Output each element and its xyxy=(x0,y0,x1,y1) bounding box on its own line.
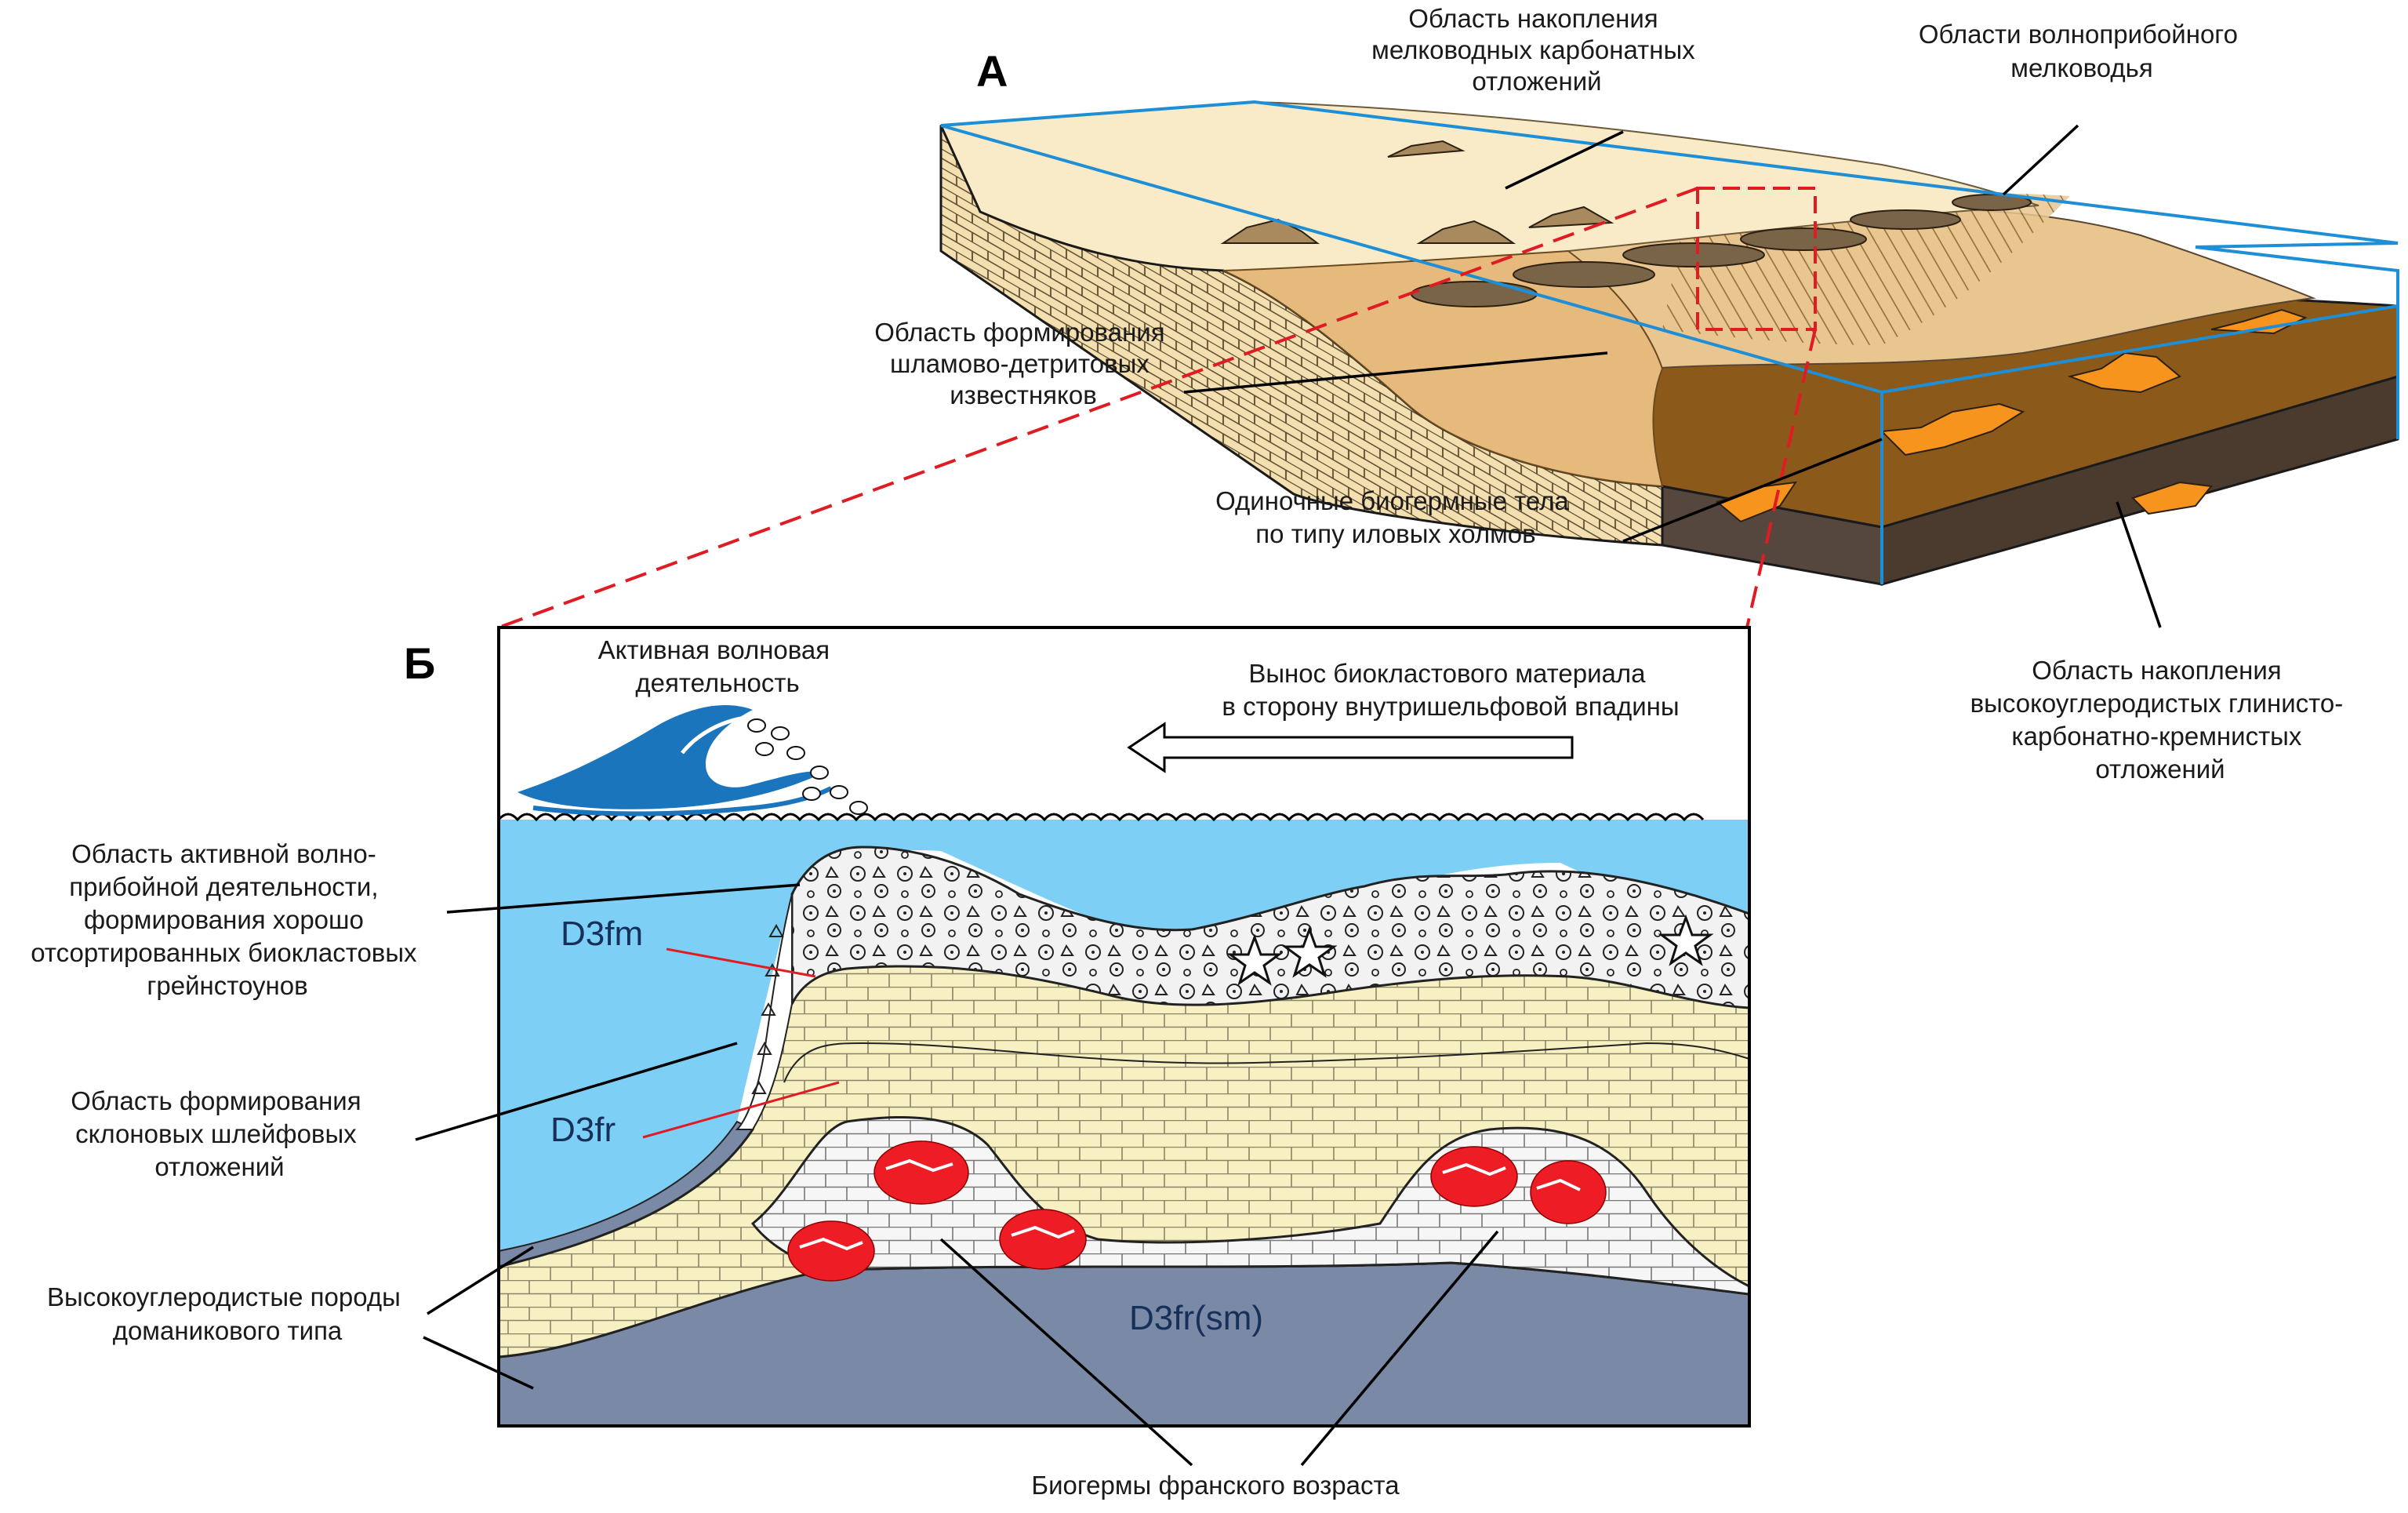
grainstone-cap xyxy=(790,846,1751,1009)
leader-lines xyxy=(415,124,2162,1467)
bioherm-clusters xyxy=(787,1140,1607,1282)
block-outline xyxy=(940,100,2399,584)
water xyxy=(499,820,1749,1251)
panel-label-a: А xyxy=(976,46,1008,96)
label-mud-mounds: Одиночные биогермные тела по типу иловых… xyxy=(1215,486,1576,548)
strat-sm: D3fr(sm) xyxy=(1129,1299,1263,1337)
label-high-carbon: Область накопления высокоуглеродистых гл… xyxy=(1970,656,2351,784)
label-shallow-carbonate: Область накопления мелководных карбонатн… xyxy=(1371,4,1702,96)
cross-section xyxy=(497,626,1751,1428)
transport-arrow xyxy=(1127,722,1574,773)
bioherm-texture xyxy=(799,1158,1581,1251)
foam-bubbles xyxy=(747,718,868,815)
limestone-inner-boundary xyxy=(783,1042,1750,1083)
label-domanik: Высокоуглеродистые породы доманикового т… xyxy=(47,1282,408,1345)
orange-mounds xyxy=(1715,308,2308,523)
label-surf-shallows: Области волноприбойного мелководья xyxy=(1919,20,2245,82)
strat-fm: D3fm xyxy=(561,915,643,953)
label-grainstone-zone: Область активной волно- прибойной деятел… xyxy=(31,839,423,1000)
block-diagram xyxy=(939,100,2399,586)
debris-band xyxy=(1411,194,2032,307)
zoom-box xyxy=(1696,187,1817,331)
label-bioherms: Биогермы франского возраста xyxy=(1031,1471,1400,1500)
crinoid-stars xyxy=(1226,914,1714,986)
label-transport: Вынос биокластового материала в сторону … xyxy=(1222,659,1679,721)
label-sludge-detrital: Область формирования шламово-детритовых … xyxy=(874,318,1172,409)
strat-fr: D3fr xyxy=(550,1111,616,1149)
zoom-connector-left xyxy=(498,187,1698,629)
water-surface xyxy=(497,813,1705,822)
label-wave-activity: Активная волновая деятельность xyxy=(598,635,837,697)
label-slope-zone: Область формирования склоновых шлейфовых… xyxy=(71,1086,369,1181)
panel-label-b: Б xyxy=(404,638,435,688)
section-frame xyxy=(497,626,1751,1428)
